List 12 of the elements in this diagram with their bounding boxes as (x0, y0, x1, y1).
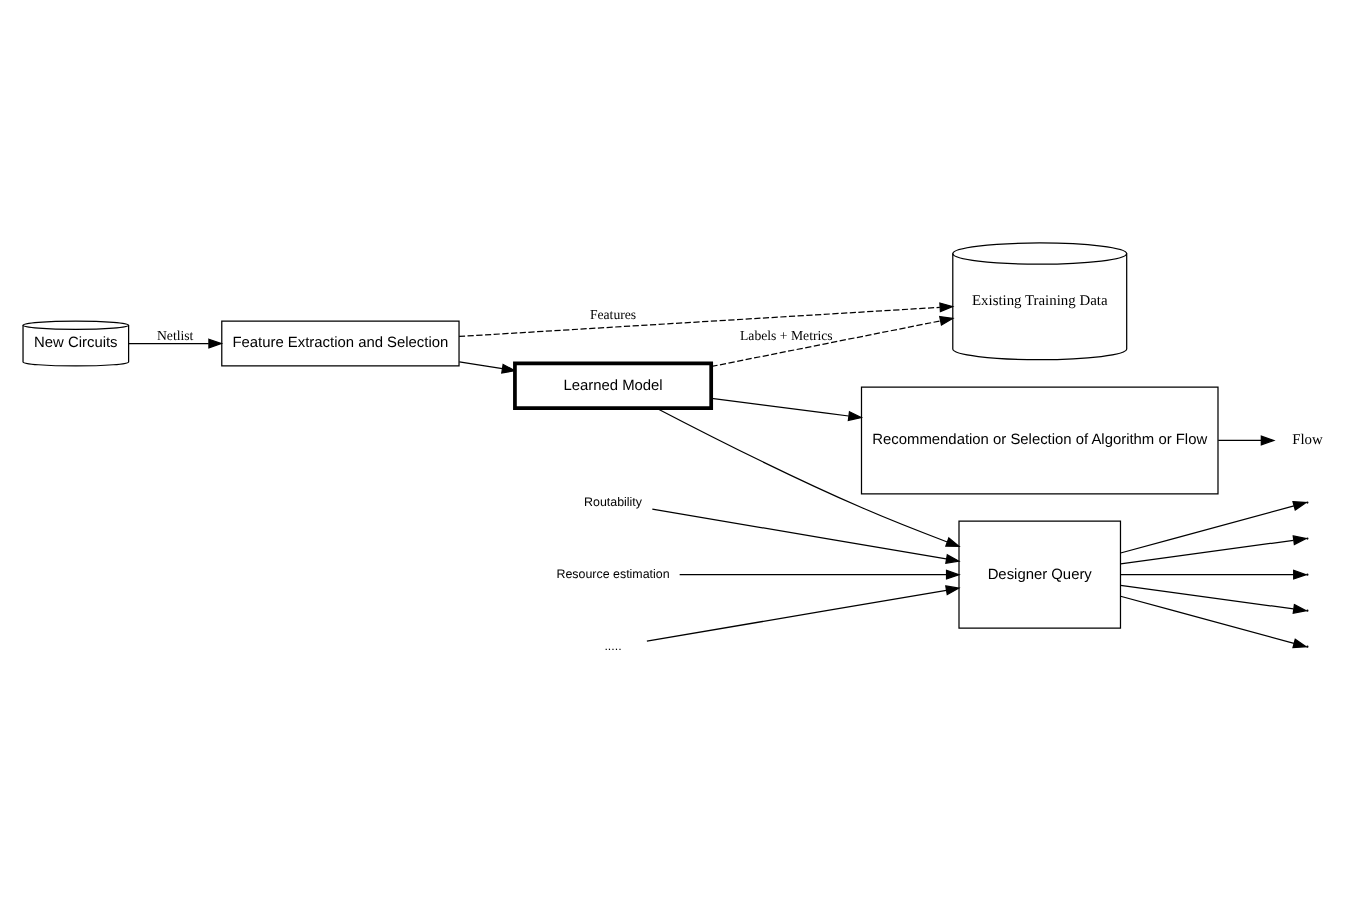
arrow (458, 361, 517, 374)
arrow (458, 302, 955, 338)
arrow (128, 338, 224, 349)
arrow (1119, 584, 1308, 615)
arrow (711, 397, 864, 422)
arrow (711, 315, 955, 368)
arrow (646, 585, 961, 642)
arrow (655, 407, 961, 547)
arrow (1217, 435, 1276, 446)
arrow (651, 508, 961, 565)
arrow (679, 569, 961, 580)
arrow (1119, 595, 1308, 649)
